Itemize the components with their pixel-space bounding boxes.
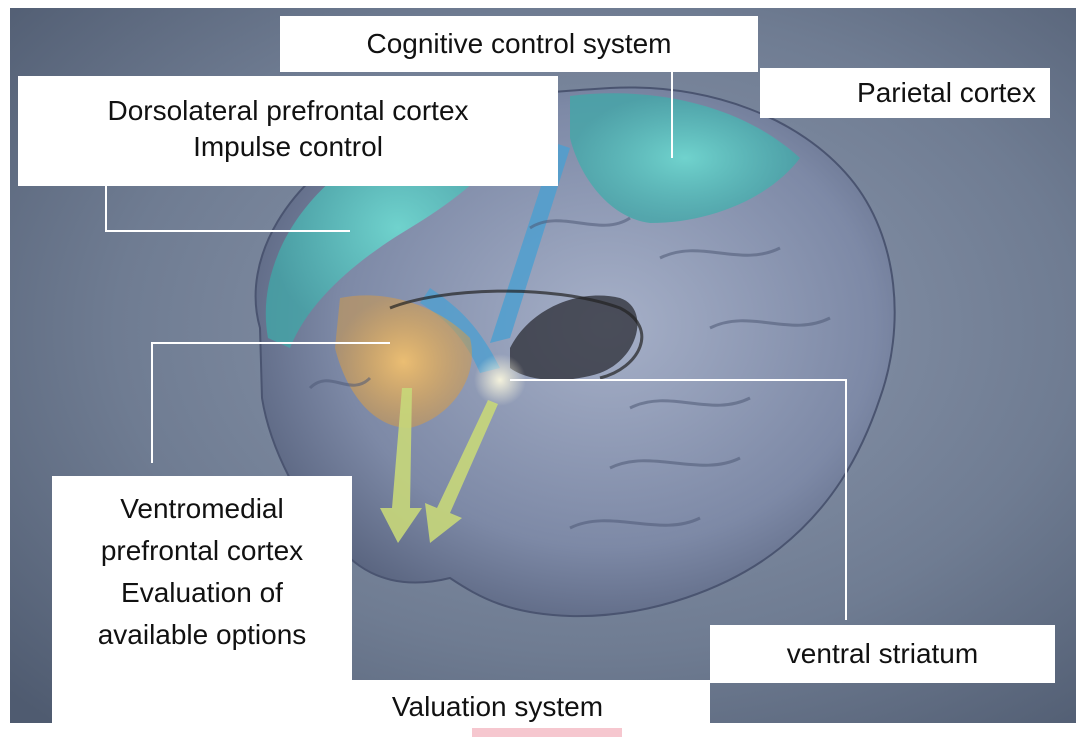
dlpfc-label: Dorsolateral prefrontal cortex Impulse c… [18, 76, 558, 186]
vmpfc-line-1: Ventromedial [52, 488, 352, 530]
bottom-highlight-mark [472, 728, 622, 737]
vmpfc-line-2: prefrontal cortex [52, 530, 352, 572]
vmpfc-line-4: available options [52, 614, 352, 656]
cognitive-control-text: Cognitive control system [280, 26, 758, 62]
diagram-canvas: Cognitive control system Parietal cortex… [10, 8, 1076, 723]
dlpfc-function: Impulse control [18, 129, 558, 165]
vmpfc-line-3: Evaluation of [52, 572, 352, 614]
dlpfc-title: Dorsolateral prefrontal cortex [18, 93, 558, 129]
valuation-system-text: Valuation system [285, 689, 710, 723]
valuation-system-label: Valuation system [285, 680, 710, 723]
parietal-cortex-label: Parietal cortex [760, 68, 1050, 118]
ventral-striatum-label: ventral striatum [710, 625, 1055, 683]
ventral-striatum-text: ventral striatum [710, 636, 1055, 672]
parietal-cortex-text: Parietal cortex [760, 75, 1036, 111]
cognitive-control-label: Cognitive control system [280, 16, 758, 72]
